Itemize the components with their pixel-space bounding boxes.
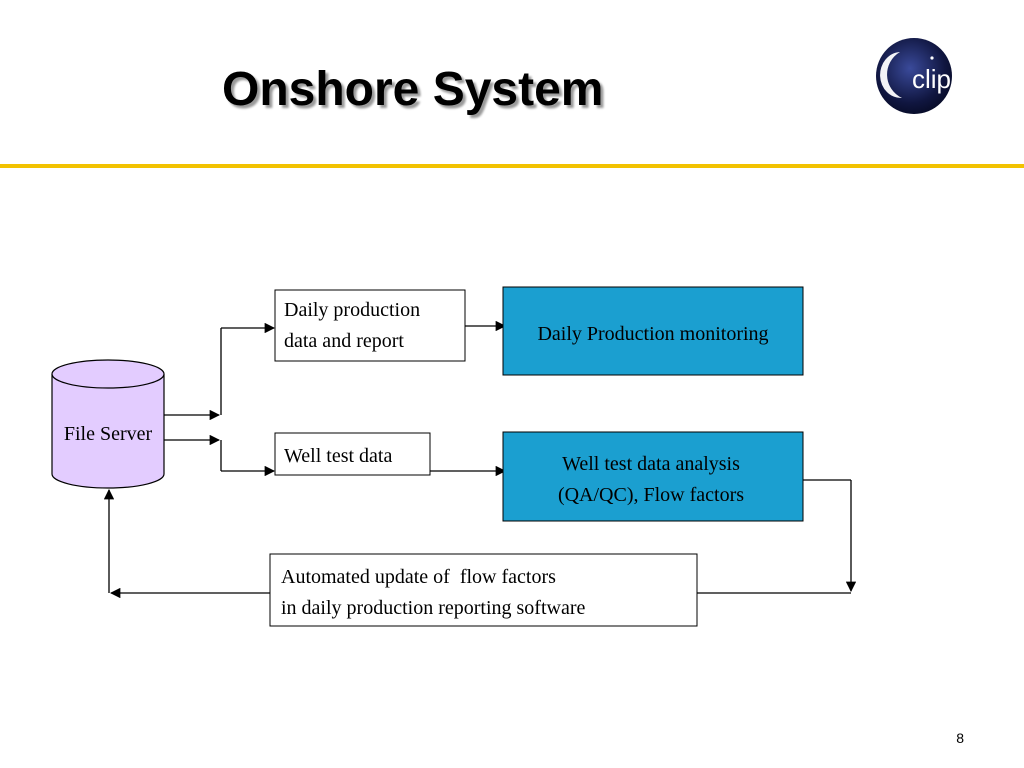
file-server-label: File Server [64, 423, 153, 445]
well-test-data-label: Well test data [284, 445, 392, 467]
well-test-analysis-line-1: Well test data analysis [562, 453, 740, 475]
connector-upper [164, 322, 276, 421]
daily-production-monitoring-box: Daily Production monitoring [502, 286, 804, 376]
logo-crescent [880, 52, 902, 99]
page-number: 8 [956, 730, 964, 746]
well-test-data-box: Well test data [274, 432, 431, 476]
well-test-analysis-box: Well test data analysis (QA/QC), Flow fa… [502, 431, 804, 522]
file-server: File Server [51, 359, 165, 489]
daily-production-data-line-2: data and report [284, 330, 404, 352]
automated-update-line-1: Automated update of flow factors [281, 566, 556, 588]
logo-text: clipse [912, 64, 978, 94]
file-server-top [51, 359, 165, 389]
automated-update-box: Automated update of flow factors in dail… [269, 553, 698, 627]
daily-production-data-line-1: Daily production [284, 299, 420, 321]
automated-update-line-2: in daily production reporting software [281, 597, 585, 619]
connector-lower [164, 434, 276, 477]
logo-star [930, 56, 934, 60]
daily-production-data-box: Daily production data and report [274, 289, 466, 362]
well-test-analysis-line-2: (QA/QC), Flow factors [558, 484, 744, 506]
eclipse-logo-icon: clipse [876, 38, 978, 114]
file-server-body [51, 374, 165, 489]
title-rule [0, 164, 1024, 168]
slide-title: Onshore System [222, 63, 604, 116]
daily-production-monitoring-label: Daily Production monitoring [537, 323, 768, 345]
